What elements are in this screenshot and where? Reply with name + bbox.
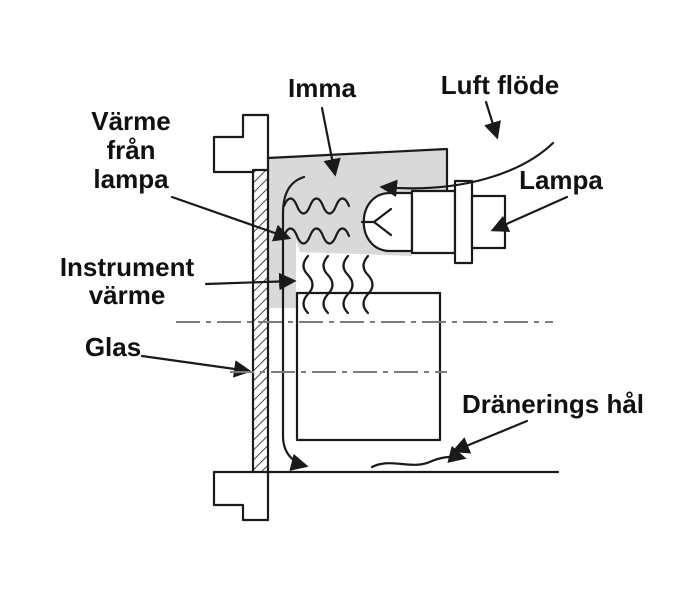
drain-outflow-arrow — [370, 445, 467, 469]
label-lampa: Lampa — [519, 165, 603, 195]
bottom-mount-bracket — [212, 470, 270, 522]
label-luft-flode: Luft flöde — [441, 70, 559, 100]
instrument-housing — [295, 291, 442, 442]
label-dranerings-hal: Dränerings hål — [462, 389, 644, 419]
heat-wave-1 — [302, 254, 314, 315]
arrow-glas — [140, 354, 252, 378]
label-varme-line3: lampa — [93, 164, 169, 194]
arrow-dranerings-hal — [451, 419, 529, 454]
arrow-luft-flode — [484, 100, 501, 140]
label-instrument-line1: Instrument — [60, 252, 195, 282]
glass-airflow-path — [281, 175, 309, 471]
top-mount-bracket — [212, 113, 270, 174]
vapor-wave-lower — [282, 227, 351, 245]
label-imma: Imma — [288, 73, 356, 103]
heat-wave-4 — [362, 254, 374, 315]
heat-wave-3 — [342, 254, 354, 315]
heat-wave-2 — [322, 254, 334, 315]
arrow-luft-flode-curve — [379, 141, 555, 198]
case-top-line — [266, 147, 449, 194]
arrow-instrument-varme — [204, 272, 297, 291]
arrow-varme-fran-lampa — [170, 195, 292, 242]
label-instrument-line2: värme — [89, 280, 166, 310]
label-varme-line1: Värme — [91, 106, 171, 136]
lamp-flange — [453, 179, 474, 265]
lamp-socket — [410, 189, 457, 255]
lamp-base — [470, 194, 507, 250]
label-glas: Glas — [85, 332, 141, 362]
arrow-imma — [320, 106, 341, 177]
arrow-lampa — [490, 195, 569, 232]
vapor-wave-upper — [282, 197, 351, 215]
label-varme-line2: från — [106, 135, 155, 165]
lamp-filament — [360, 207, 393, 237]
